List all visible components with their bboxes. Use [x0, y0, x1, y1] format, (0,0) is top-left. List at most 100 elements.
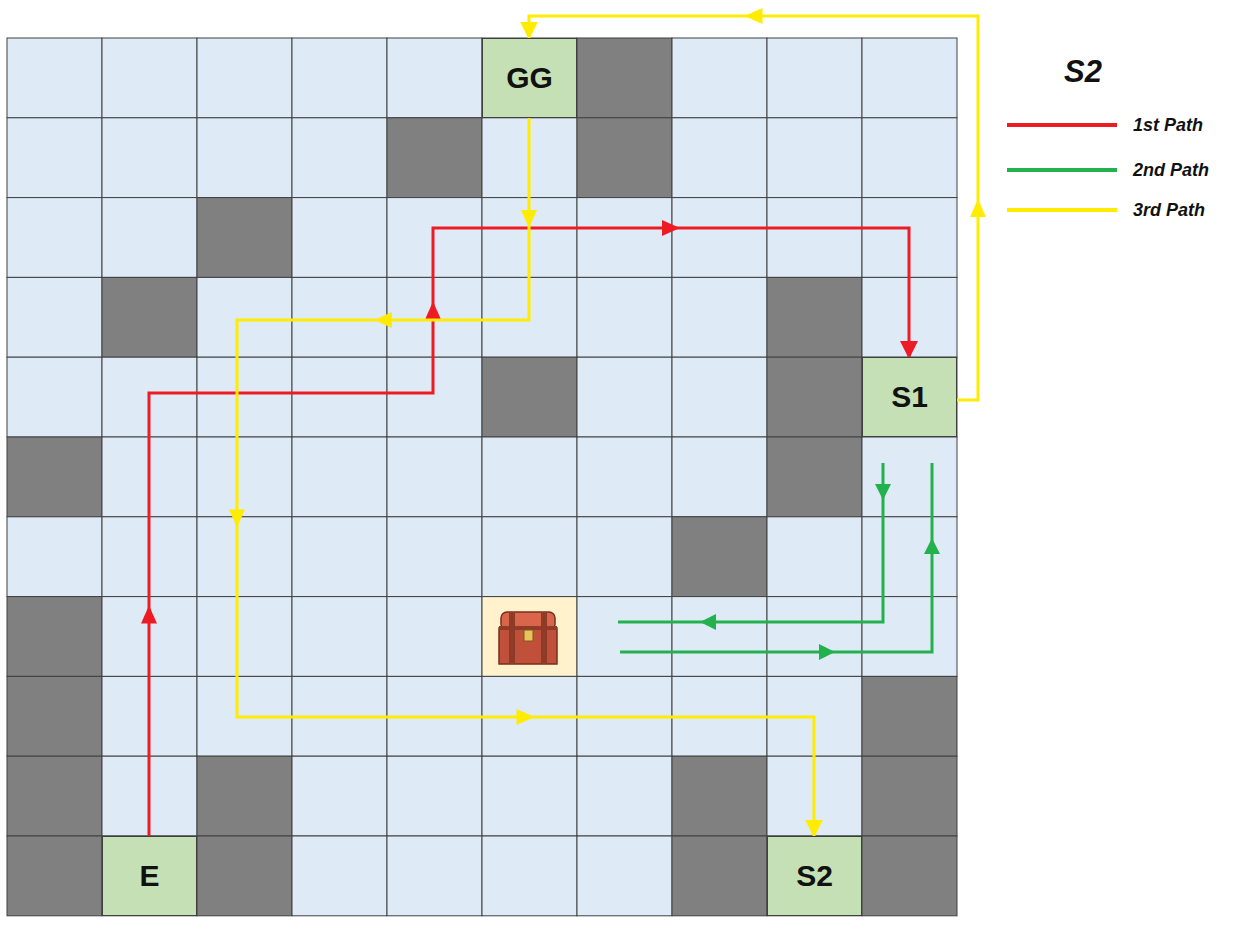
grid-cell — [767, 437, 862, 517]
grid-cell — [577, 597, 672, 677]
diagram-title: S2 — [1064, 54, 1102, 90]
grid-cell — [862, 756, 957, 836]
arrowhead — [924, 538, 940, 554]
grid-cell — [862, 357, 957, 437]
grid-cell — [767, 357, 862, 437]
grid-cell — [197, 198, 292, 278]
grid-cell — [862, 38, 957, 118]
grid-cell — [482, 357, 577, 437]
grid-cell — [672, 118, 767, 198]
grid-cell — [577, 118, 672, 198]
legend-line — [1007, 168, 1117, 172]
arrowhead — [700, 614, 716, 630]
direction-arrow — [745, 8, 763, 24]
grid-cell — [197, 517, 292, 597]
grid-cell — [387, 597, 482, 677]
grid-cell — [197, 277, 292, 357]
grid-cell — [482, 836, 577, 916]
grid-cell — [862, 118, 957, 198]
grid-cell — [7, 756, 102, 836]
grid-cell — [292, 38, 387, 118]
location-label: S1 — [891, 380, 928, 414]
connector-line — [529, 16, 978, 400]
chest-band — [541, 612, 547, 664]
grid-cell — [102, 277, 197, 357]
grid-cell — [767, 836, 862, 916]
grid-cell — [102, 118, 197, 198]
grid-cell — [577, 437, 672, 517]
grid-cell — [387, 756, 482, 836]
grid-cell — [292, 597, 387, 677]
direction-arrow — [425, 302, 441, 320]
grid-cell — [292, 756, 387, 836]
chest-lock — [524, 630, 533, 641]
grid-cell — [292, 277, 387, 357]
grid-cell — [577, 277, 672, 357]
grid-cell — [672, 756, 767, 836]
grid-cell — [672, 836, 767, 916]
grid-cell — [197, 756, 292, 836]
legend-label: 3rd Path — [1133, 200, 1205, 221]
grid-cell — [482, 756, 577, 836]
grid-cell — [197, 836, 292, 916]
grid-cell — [7, 836, 102, 916]
grid-cell — [7, 517, 102, 597]
direction-arrow — [229, 510, 245, 528]
grid-cell — [292, 836, 387, 916]
grid — [7, 38, 957, 916]
grid-cell — [862, 437, 957, 517]
grid-cell — [7, 198, 102, 278]
grid-cell — [862, 836, 957, 916]
arrowhead — [819, 644, 835, 660]
grid-cell — [767, 198, 862, 278]
location-label: GG — [506, 61, 553, 95]
grid-cell — [482, 38, 577, 118]
path-connector — [141, 220, 909, 836]
grid-cell — [292, 357, 387, 437]
grid-cell — [387, 836, 482, 916]
grid-cell — [862, 597, 957, 677]
grid-cell — [7, 357, 102, 437]
path-line — [618, 463, 883, 622]
location-cell: GG — [482, 38, 577, 118]
grid-cell — [577, 756, 672, 836]
grid-cell — [482, 437, 577, 517]
arrowhead — [875, 484, 891, 500]
grid-cell — [197, 597, 292, 677]
chest-band — [509, 612, 515, 664]
grid-cell — [197, 38, 292, 118]
grid-cell — [197, 437, 292, 517]
grid-cell — [862, 676, 957, 756]
location-cell: S2 — [767, 836, 862, 916]
direction-arrow — [662, 220, 680, 236]
location-label: E — [139, 859, 159, 893]
grid-cell — [292, 198, 387, 278]
grid-cell — [577, 198, 672, 278]
path-connector — [229, 118, 814, 836]
grid-cell — [197, 118, 292, 198]
grid-cell — [767, 597, 862, 677]
grid-cell — [577, 357, 672, 437]
path-line — [620, 463, 932, 652]
grid-cell — [197, 357, 292, 437]
grid-cell — [7, 38, 102, 118]
grid-cell — [862, 517, 957, 597]
grid-cell — [292, 517, 387, 597]
treasure-chest — [499, 612, 557, 664]
grid-cell — [482, 517, 577, 597]
grid-cell — [7, 277, 102, 357]
grid-cell — [672, 198, 767, 278]
grid-cell — [767, 277, 862, 357]
grid-cell — [672, 597, 767, 677]
grid-cell — [102, 38, 197, 118]
legend-line — [1007, 208, 1117, 212]
grid-cell — [672, 517, 767, 597]
grid-cell — [387, 437, 482, 517]
grid-cell — [482, 597, 577, 677]
grid-cell — [7, 118, 102, 198]
grid-cell — [672, 38, 767, 118]
grid-cell — [102, 836, 197, 916]
grid-cell — [767, 38, 862, 118]
